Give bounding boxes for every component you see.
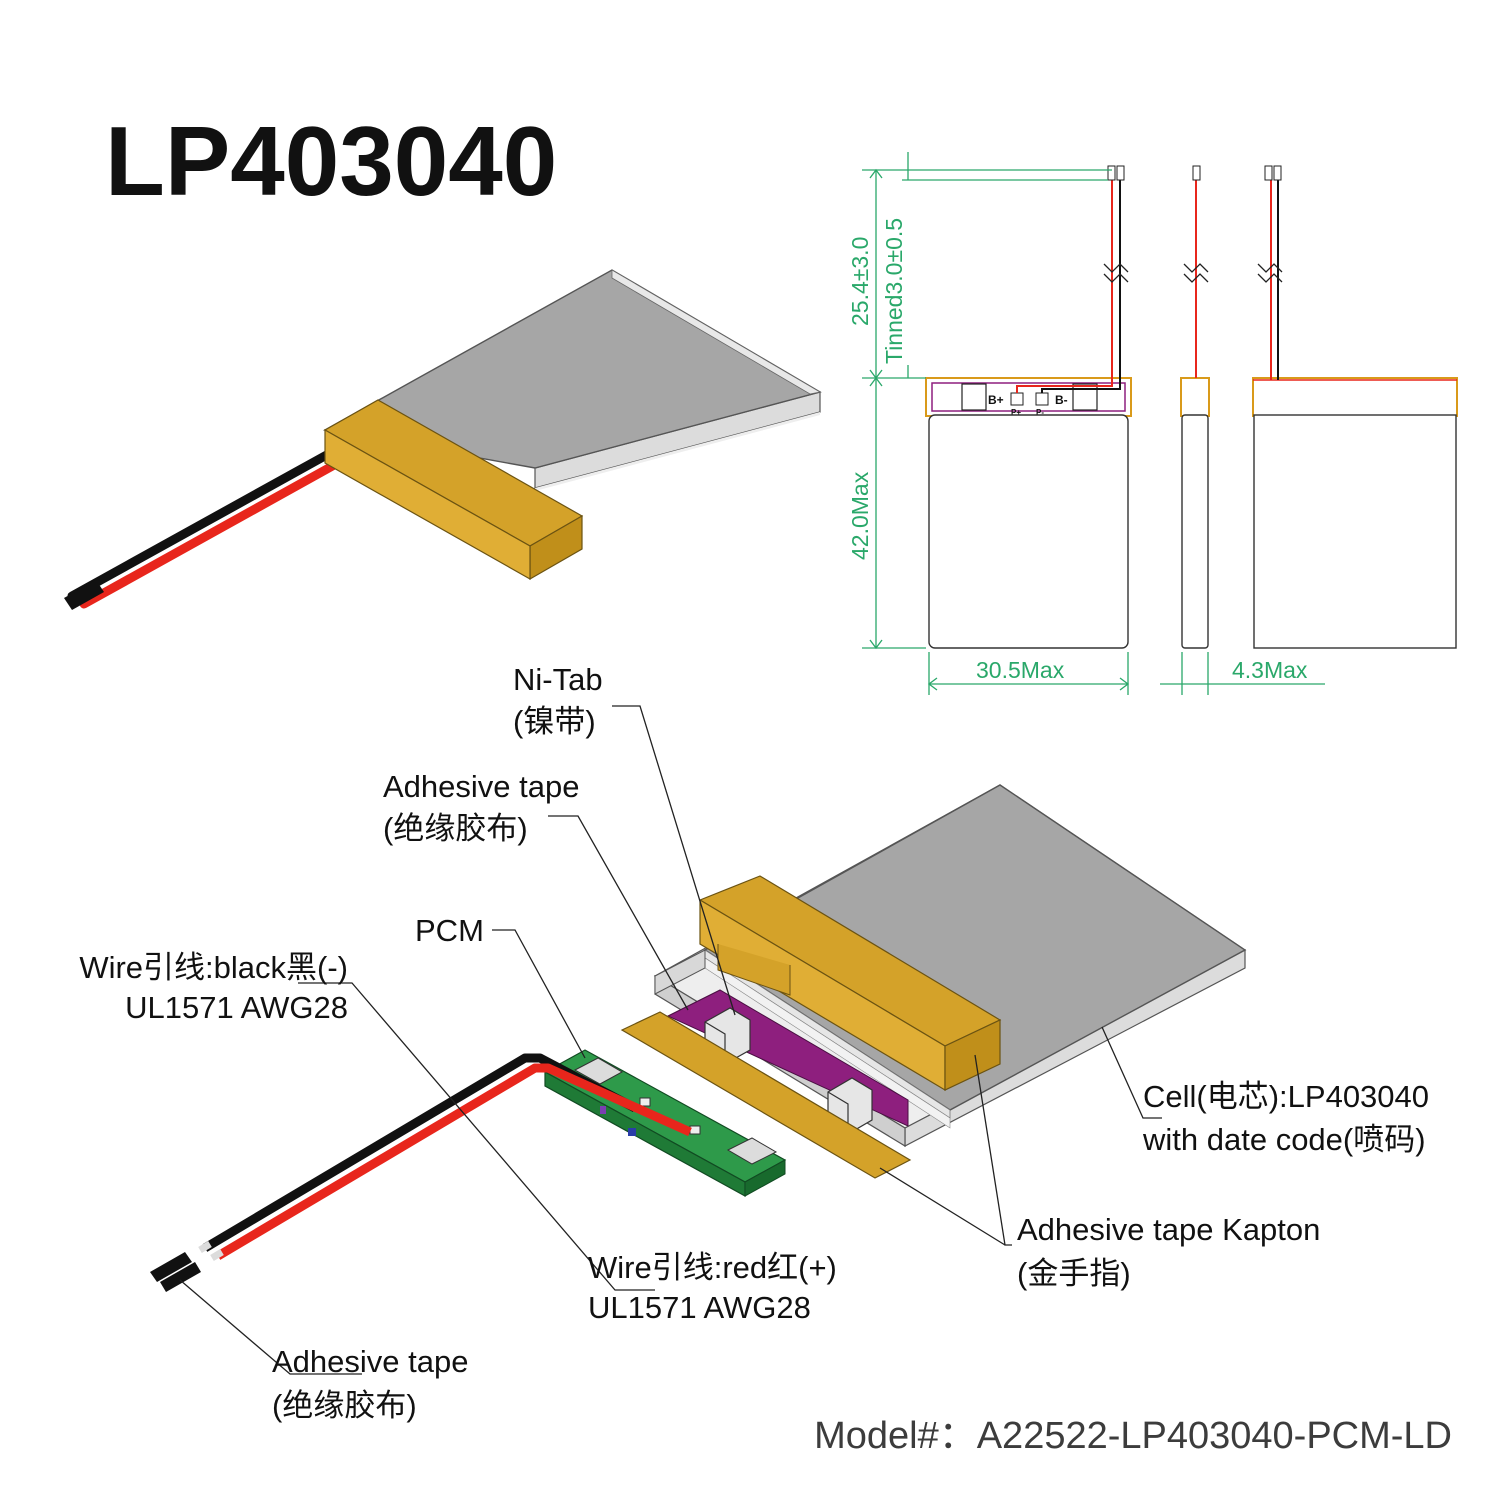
assembled-cell [322, 269, 822, 491]
model-number: Model#：A22522-LP403040-PCM-LD [814, 1415, 1452, 1457]
front-view: B+ B- P+ P- [925, 165, 1132, 649]
dim-width: 30.5Max [976, 657, 1065, 683]
label-ni-tab-cn: (镍带) [513, 704, 596, 739]
label-adhesive-tape-top: Adhesive tape [383, 769, 579, 804]
orthographic-views: B+ B- P+ P- [847, 152, 1458, 695]
front-cell-body [928, 414, 1129, 649]
leader-lines [179, 705, 1162, 1375]
dim-tinned: Tinned3.0±0.5 [881, 218, 907, 364]
battery-iso-assembled [64, 269, 822, 610]
dim-lead-length: 25.4±3.0 [847, 237, 873, 326]
wire-end-tape [150, 1252, 192, 1282]
side-view [1180, 165, 1210, 649]
pcm-mark-b-plus: B+ [988, 393, 1004, 407]
label-cell-date-code: with date code(喷码) [1142, 1122, 1426, 1157]
dim-thickness: 4.3Max [1232, 657, 1308, 683]
label-kapton: Adhesive tape Kapton [1017, 1212, 1320, 1247]
label-kapton-cn: (金手指) [1017, 1256, 1131, 1291]
label-wire-black: Wire引线:black黑(-) [79, 950, 348, 985]
wire-end-tape-small [64, 580, 104, 610]
label-adhesive-tape-bottom: Adhesive tape [272, 1344, 468, 1379]
side-cell-body [1181, 414, 1209, 649]
assembled-kapton-wrap [323, 399, 584, 581]
callout-labels: Ni-Tab (镍带) Adhesive tape (绝缘胶布) PCM Wir… [79, 662, 1429, 1423]
pcm-mark-b-minus: B- [1055, 393, 1068, 407]
label-cell: Cell(电芯):LP403040 [1143, 1079, 1429, 1114]
label-adhesive-tape-bottom-cn: (绝缘胶布) [272, 1388, 417, 1423]
product-title: LP403040 [105, 106, 557, 216]
label-adhesive-tape-top-cn: (绝缘胶布) [383, 811, 528, 846]
label-wire-red: Wire引线:red红(+) [588, 1250, 837, 1285]
back-cell-body [1253, 414, 1457, 649]
dim-height: 42.0Max [847, 471, 873, 560]
front-nitab-right [1072, 383, 1098, 411]
label-pcm: PCM [415, 913, 484, 948]
label-ni-tab: Ni-Tab [513, 662, 603, 697]
exploded-wire-pair [150, 1053, 692, 1292]
back-view [1252, 165, 1458, 649]
front-nitab-left [961, 383, 987, 411]
pcm-mark-p-minus: P- [1036, 408, 1044, 417]
assembled-wire-pair [64, 447, 350, 610]
exploded-kapton-front [620, 1011, 912, 1179]
battery-iso-exploded [150, 784, 1247, 1292]
pcm-mark-p-plus: P+ [1011, 408, 1021, 417]
label-wire-black-spec: UL1571 AWG28 [125, 990, 348, 1025]
exploded-kapton-lifted [698, 875, 1002, 1092]
label-wire-red-spec: UL1571 AWG28 [588, 1290, 811, 1325]
dimension-lines [862, 152, 1325, 695]
